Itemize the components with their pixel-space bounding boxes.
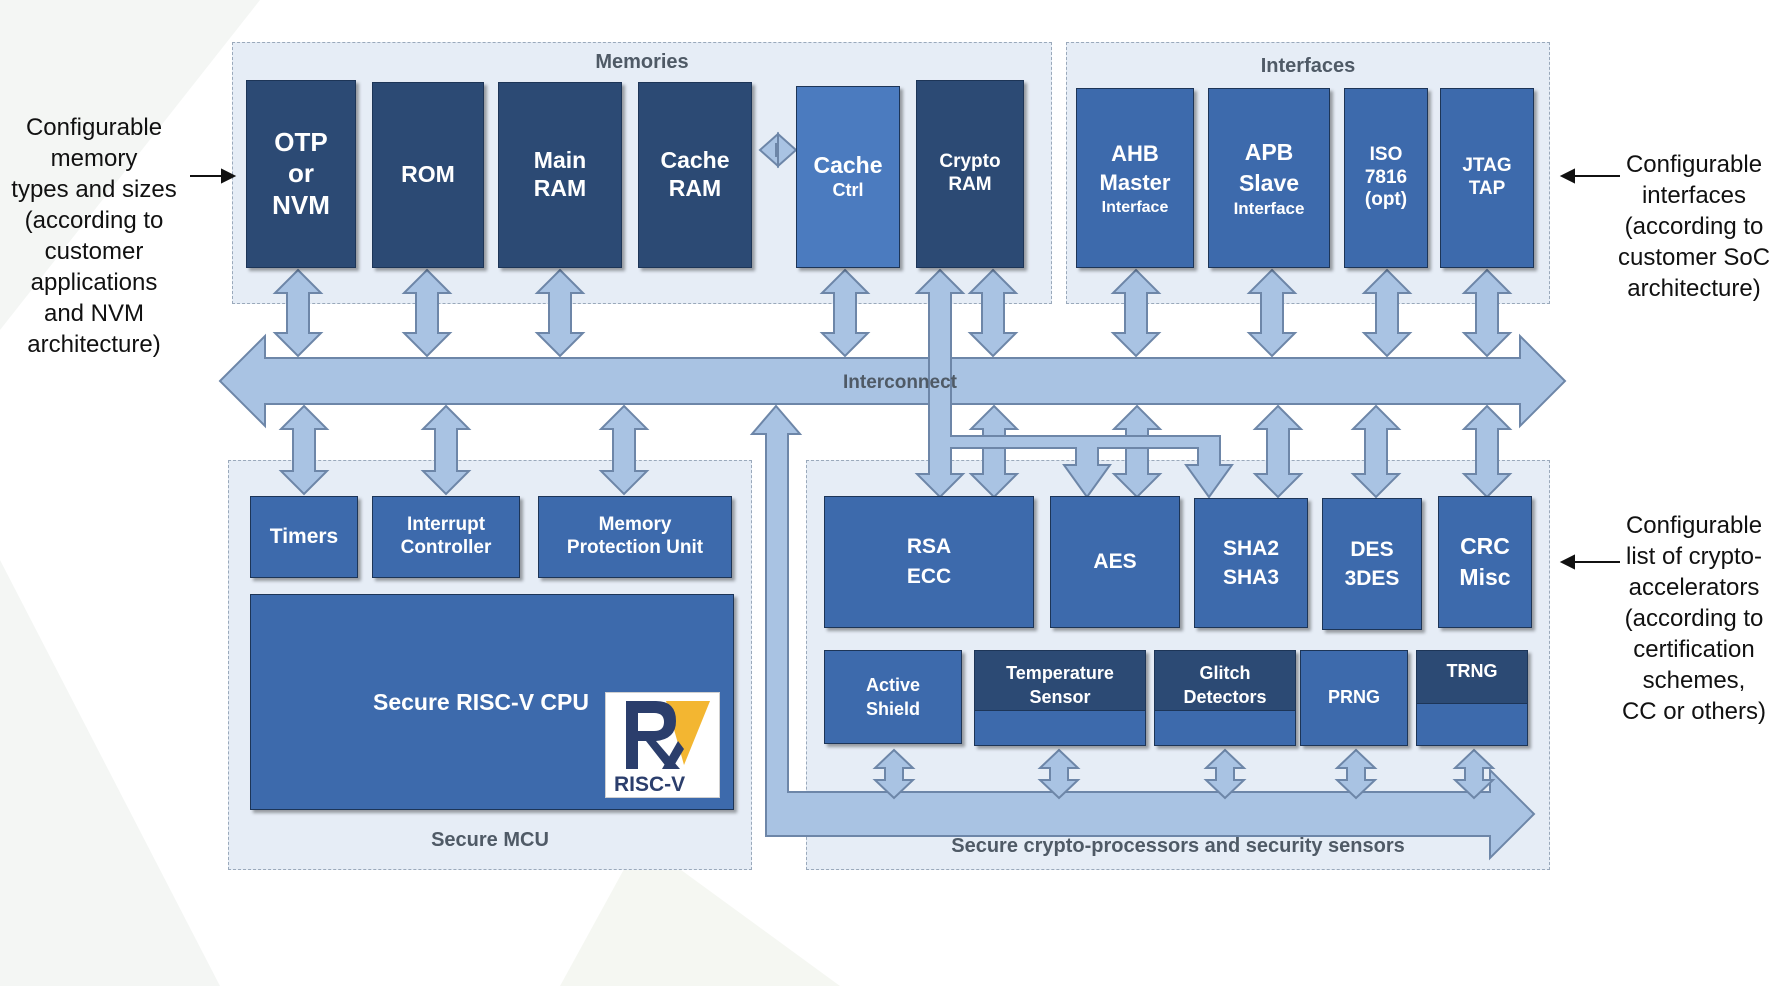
cache-ctrl-label: Cache (813, 152, 883, 179)
ahb-master-block: AHB Master Interface (1076, 88, 1194, 268)
jtag-bus-arrow (1461, 268, 1513, 358)
main-ram-block: Main RAM (498, 82, 622, 268)
crypto-config-label: Configurable list of crypto- accelerator… (1621, 512, 1767, 725)
apb-slave-label: APB Slave (1238, 138, 1300, 196)
interfaces-config-label: Configurable interfaces (according to cu… (1617, 151, 1771, 302)
crc-misc-label: CRC Misc (1459, 532, 1511, 590)
des-bus-arrow (1350, 404, 1402, 499)
secure-riscv-cpu-label: Secure RISC-V CPU (372, 689, 589, 715)
ahb-crypto-arrow (1111, 404, 1163, 499)
glitch-detectors-label: Glitch Detectors (1183, 663, 1267, 708)
otp-bus-arrow (272, 268, 324, 358)
trng-sensor-arrow (1452, 748, 1496, 800)
des-label: DES 3DES (1344, 537, 1400, 590)
apb-bus-arrow (1246, 268, 1298, 358)
main-ram-label: Main RAM (533, 147, 587, 201)
cache-ctrl-block: Cache Ctrl (796, 86, 900, 268)
crc-misc-block: CRC Misc (1438, 496, 1532, 628)
cachectrl-bus-arrow (819, 268, 871, 358)
sha-bus-arrow (1252, 404, 1304, 499)
sha-block: SHA2 SHA3 (1194, 498, 1308, 628)
temp-sensor-arrow (1037, 748, 1081, 800)
apb-slave-block: APB Slave Interface (1208, 88, 1330, 268)
iso-7816-block: ISO 7816 (opt) (1344, 88, 1428, 268)
rom-block: ROM (372, 82, 484, 268)
rom-bus-arrow (401, 268, 453, 358)
riscv-logo: RISC-V (605, 692, 720, 798)
crc-bus-arrow (1461, 404, 1513, 499)
sha-label: SHA2 SHA3 (1222, 536, 1280, 589)
apb-slave-sublabel: Interface (1233, 198, 1305, 218)
aes-label: AES (1093, 550, 1137, 574)
trng-base (1417, 702, 1527, 745)
temperature-sensor-block: Temperature Sensor (974, 650, 1146, 746)
crypto-group-label: Secure crypto-processors and security se… (951, 835, 1405, 857)
crypto-ram-block: Crypto RAM (916, 80, 1024, 268)
rsa-ecc-label: RSA ECC (906, 534, 952, 588)
prng-sensor-arrow (1334, 748, 1378, 800)
mainram-bus-arrow (534, 268, 586, 358)
riscv-logo-icon: RISC-V (614, 701, 710, 796)
cache-ctrl-sublabel: Ctrl (832, 180, 864, 200)
iso-7816-label: ISO 7816 (opt) (1364, 143, 1408, 211)
jtag-tap-label: JTAG TAP (1462, 155, 1512, 199)
glitch-sensor-arrow (1203, 748, 1247, 800)
riscv-logo-text: RISC-V (614, 773, 685, 796)
aes-block: AES (1050, 496, 1180, 628)
trng-block: TRNG (1416, 650, 1528, 746)
secure-mcu-group-label: Secure MCU (431, 829, 549, 851)
jtag-tap-block: JTAG TAP (1440, 88, 1534, 268)
prng-block: PRNG (1300, 650, 1408, 746)
memory-config-label: Configurable memory types and sizes (acc… (11, 114, 177, 358)
rsa-ecc-block: RSA ECC (824, 496, 1034, 628)
interconnect-bus (218, 333, 1567, 429)
memories-group-label: Memories (595, 51, 689, 73)
active-shield-label: Active Shield (865, 674, 921, 719)
memory-protection-unit-block: Memory Protection Unit (538, 496, 732, 578)
interrupt-controller-block: Interrupt Controller (372, 496, 520, 578)
otp-nvm-label: OTP or NVM (272, 127, 330, 220)
ahb-bus-arrow (1110, 268, 1162, 358)
interfaces-group-label: Interfaces (1260, 55, 1356, 77)
ahb-master-label: AHB Master (1099, 140, 1171, 196)
glitch-detectors-base (1155, 710, 1295, 745)
crypto-ram-label: Crypto RAM (939, 151, 1001, 195)
shield-sensor-arrow (872, 748, 916, 800)
temperature-sensor-label: Temperature Sensor (1006, 663, 1114, 708)
trng-label: TRNG (1446, 661, 1498, 681)
memory-protection-unit-label: Memory Protection Unit (566, 514, 704, 558)
prng-label: PRNG (1327, 687, 1380, 708)
rsa-bus-arrow (968, 404, 1020, 499)
cryptoram-direct-path (914, 268, 1234, 499)
interconnect-label: Interconnect (842, 372, 958, 393)
cryptoram-bus-arrow (967, 268, 1019, 358)
iso-bus-arrow (1361, 268, 1413, 358)
timers-block: Timers (250, 496, 358, 578)
cache-link-arrow (758, 131, 779, 169)
rom-label: ROM (401, 161, 455, 188)
sensor-bus (749, 404, 1536, 861)
interrupt-bus-arrow (420, 404, 472, 496)
timers-bus-arrow (278, 404, 330, 496)
des-block: DES 3DES (1322, 498, 1422, 630)
interrupt-controller-label: Interrupt Controller (400, 514, 492, 558)
active-shield-block: Active Shield (824, 650, 962, 744)
otp-nvm-block: OTP or NVM (246, 80, 356, 268)
cache-ram-label: Cache RAM (660, 147, 730, 201)
ahb-master-sublabel: Interface (1101, 199, 1169, 217)
cache-ram-block: Cache RAM (638, 82, 752, 268)
temperature-sensor-base (975, 710, 1145, 745)
timers-label: Timers (269, 525, 339, 549)
mpu-bus-arrow (598, 404, 650, 496)
glitch-detectors-block: Glitch Detectors (1154, 650, 1296, 746)
